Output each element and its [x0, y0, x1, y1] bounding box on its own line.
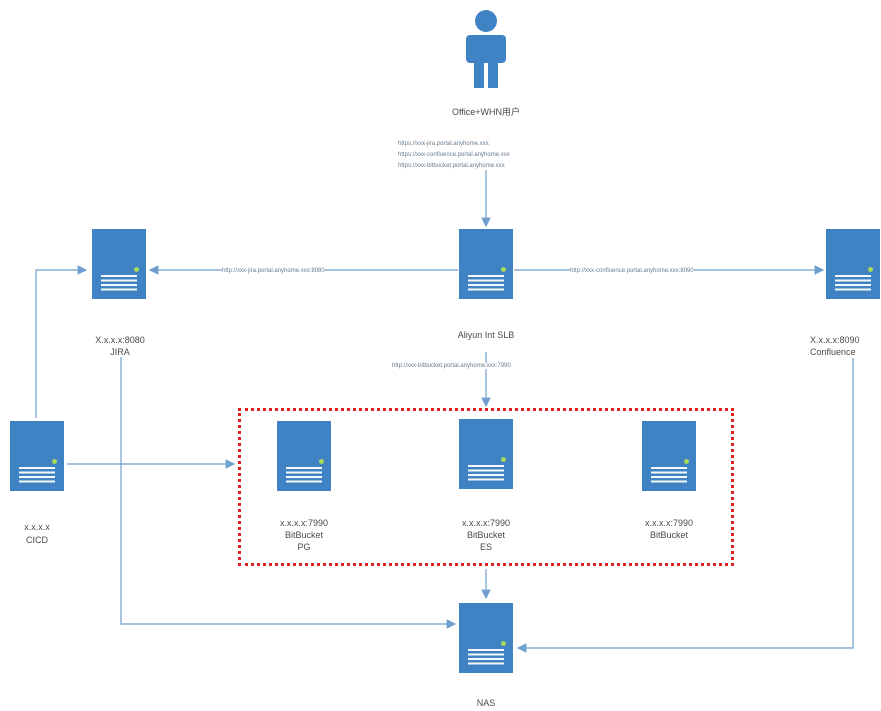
confluence-server-icon — [826, 229, 880, 299]
cicd-server-icon — [10, 421, 64, 491]
bitbucket-es-sub: ES — [479, 542, 492, 552]
edge-jira-nas — [120, 357, 457, 629]
bitbucket-cluster-group — [238, 408, 734, 566]
bitbucket-es-address: x.x.x.x:7990 — [461, 518, 511, 528]
bitbucket-3-name: BitBucket — [649, 530, 689, 540]
slb-label: Aliyun Int SLB — [457, 330, 515, 340]
nas-label: NAS — [476, 698, 496, 708]
cicd-name: CICD — [26, 535, 48, 545]
bitbucket-3-address: x.x.x.x:7990 — [644, 518, 694, 528]
edge-confluence-nas — [516, 358, 854, 653]
jira-server-icon — [92, 229, 146, 299]
bitbucket-es-server-icon — [459, 419, 513, 489]
entry-url-jira: https://xxx-jira.portal.anyhome.xxx — [398, 141, 489, 147]
edge-cicd-jira — [35, 265, 88, 418]
bitbucket-es-name: BitBucket — [466, 530, 506, 540]
confluence-name: Confluence — [810, 347, 856, 357]
jira-name: JIRA — [110, 347, 130, 357]
user-label: Office+WHN用户 — [451, 107, 521, 117]
confluence-address: X.x.x.x:8090 — [810, 335, 860, 345]
edge-label-jira: http://xxx-jira.portal.anyhome.xxx:8080 — [222, 268, 325, 274]
entry-url-bitbucket: https://xxx-bitbucket.portal.anyhome.xxx — [398, 163, 505, 169]
entry-url-confluence: https://xxx-confluence.portal.anyhome.xx… — [398, 152, 510, 158]
edge-label-bitbucket: http://xxx-bitbucket.portal.anyhome.xxx:… — [392, 363, 511, 369]
cicd-address: x.x.x.x — [24, 522, 50, 532]
bitbucket-pg-name: BitBucket — [284, 530, 324, 540]
edge-label-confluence: http://xxx-confluence.portal.anyhome.xxx… — [570, 268, 694, 274]
bitbucket-pg-server-icon — [277, 421, 331, 491]
slb-server-icon — [459, 229, 513, 299]
bitbucket-pg-sub: PG — [297, 542, 311, 552]
user-person-icon — [466, 10, 506, 88]
jira-address: X.x.x.x:8080 — [95, 335, 145, 345]
bitbucket-3-server-icon — [642, 421, 696, 491]
nas-server-icon — [459, 603, 513, 673]
bitbucket-pg-address: x.x.x.x:7990 — [279, 518, 329, 528]
